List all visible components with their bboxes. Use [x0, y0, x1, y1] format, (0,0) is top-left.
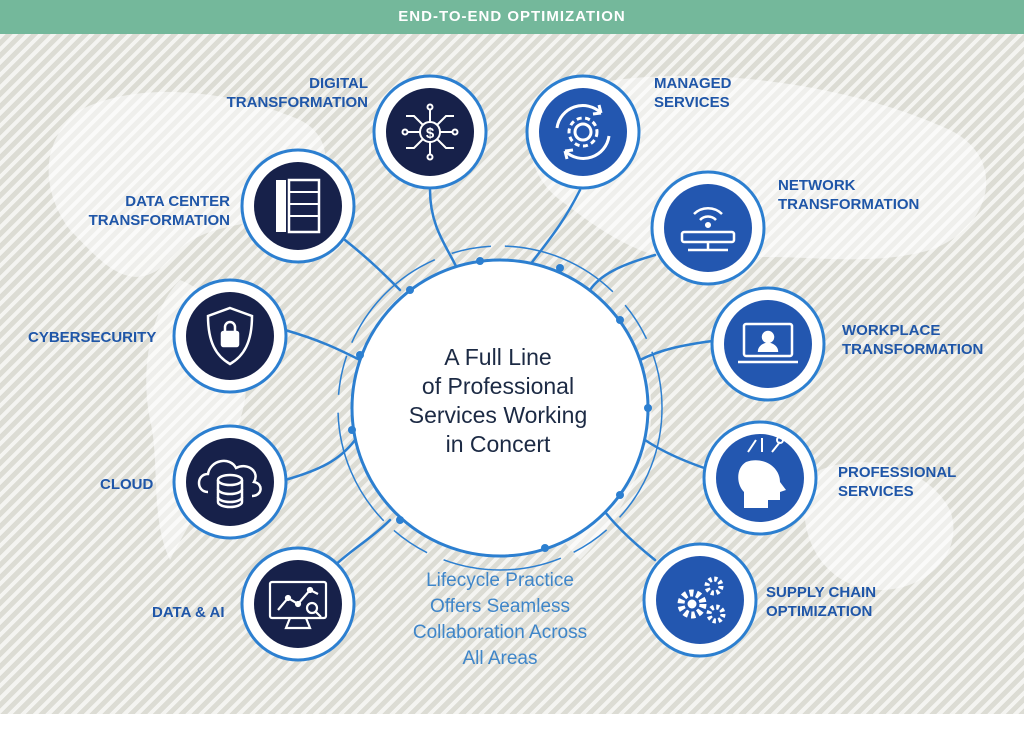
service-node-supply	[642, 542, 758, 658]
connector-network	[588, 253, 657, 292]
hub-diagram: $	[48, 74, 987, 662]
ring-node	[616, 316, 624, 324]
ring-node	[356, 351, 364, 359]
diagram-canvas: $	[0, 34, 1024, 714]
shield-lock-icon	[206, 306, 254, 366]
connector-professional	[643, 438, 712, 472]
label-supply-chain-optimization: SUPPLY CHAIN OPTIMIZATION	[766, 584, 877, 620]
monitor-chart-icon	[268, 580, 328, 630]
connector-cloud	[283, 438, 357, 482]
connector-dc	[343, 238, 402, 292]
label-cybersecurity: CYBERSECURITY	[28, 329, 157, 346]
service-node-data-ai	[240, 546, 356, 662]
laptop-user-icon	[738, 322, 798, 364]
ring-node	[348, 426, 356, 434]
service-node-cloud	[172, 424, 288, 540]
label-data-ai: DATA & AI	[152, 604, 225, 621]
head-ideas-icon	[738, 436, 786, 508]
digital-circuit-dollar-icon: $	[401, 103, 459, 161]
server-rack-icon	[276, 178, 321, 234]
connector-cyber	[283, 328, 362, 362]
label-managed-services: MANAGED SERVICES	[654, 75, 732, 111]
connector-digital	[428, 188, 462, 277]
banner-title: END-TO-END OPTIMIZATION	[0, 0, 1024, 34]
ring-node	[476, 257, 484, 265]
service-node-professional	[702, 420, 818, 536]
label-digital-transformation: DIGITAL TRANSFORMATION	[226, 75, 368, 111]
service-node-dc	[240, 148, 356, 264]
label-network-transformation: NETWORK TRANSFORMATION	[778, 177, 920, 213]
ring-node	[644, 404, 652, 412]
center-ring	[337, 245, 663, 571]
label-workplace-transformation: WORKPLACE TRANSFORMATION	[842, 322, 984, 358]
gear-cycle-icon	[555, 104, 611, 160]
label-cloud: CLOUD	[100, 476, 154, 493]
label-professional-services: PROFESSIONAL SERVICES	[838, 464, 957, 500]
ring-node	[616, 491, 624, 499]
ring-node	[556, 264, 564, 272]
cloud-database-icon	[197, 459, 262, 509]
svg-text:$: $	[426, 125, 435, 142]
service-node-cyber	[172, 278, 288, 394]
service-node-managed	[525, 74, 641, 190]
service-node-workplace	[710, 286, 826, 402]
center-title: A Full Line of Professional Services Wor…	[408, 344, 588, 457]
ring-node	[541, 544, 549, 552]
center-caption: Lifecycle Practice Offers Seamless Colla…	[412, 570, 588, 669]
footer-strip	[0, 714, 1024, 748]
gears-icon	[677, 576, 726, 624]
service-node-network	[650, 170, 766, 286]
connector-workplace	[638, 338, 722, 362]
service-node-digital: $	[372, 74, 488, 190]
ring-node	[396, 516, 404, 524]
connector-data-ai	[328, 518, 392, 572]
ring-node	[406, 286, 414, 294]
router-wifi-icon	[680, 207, 736, 252]
label-data-center-transformation: DATA CENTER TRANSFORMATION	[88, 193, 230, 229]
